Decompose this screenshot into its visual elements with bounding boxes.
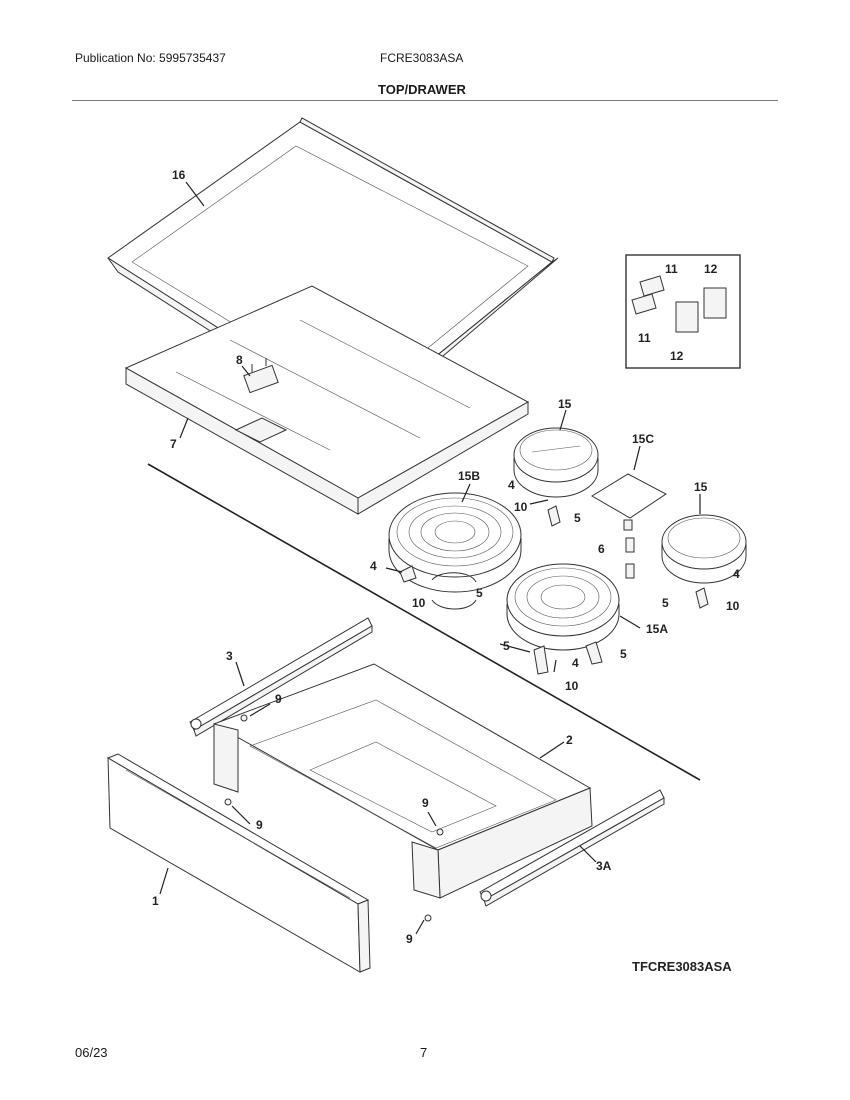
callout-5: 5 [620,647,627,661]
callout-6: 6 [598,542,605,556]
drawer-body [212,663,593,899]
callout-4: 4 [370,559,377,573]
callout-10: 10 [412,596,426,610]
publication-number: Publication No: 5995735437 [75,51,226,65]
callout-5: 5 [476,586,483,600]
callout-4: 4 [733,567,740,581]
callout-5: 5 [662,596,669,610]
footer-date: 06/23 [75,1045,108,1060]
header-rule [72,100,778,101]
callout-15: 15 [558,397,572,411]
page-number: 7 [420,1045,428,1060]
callout-3a: 3A [596,859,612,873]
limiter-15c [591,473,667,531]
callout-16: 16 [172,168,186,182]
callout-2: 2 [566,733,573,747]
callout-1: 1 [152,894,159,908]
burner-15b [388,492,522,593]
callout-5: 5 [503,639,510,653]
callout-15a: 15A [646,622,668,636]
callout-12: 12 [670,349,684,363]
bracket-parts [399,505,709,675]
callout-15c: 15C [632,432,654,446]
callout-10: 10 [514,500,528,514]
callout-11: 11 [665,262,678,276]
callout-4: 4 [572,656,579,670]
callout-8: 8 [236,353,243,367]
section-title: TOP/DRAWER [378,82,466,97]
drawer-front-panel [106,753,371,973]
section-divider-line [147,463,701,781]
right-slide-rail [479,789,665,907]
figure-code: TFCRE3083ASA [632,959,732,974]
callout-leaders [159,181,701,935]
callout-12: 12 [704,262,718,276]
callout-10: 10 [726,599,740,613]
inset-box [625,254,741,369]
model-number: FCRE3083ASA [380,51,464,65]
screw-parts [224,714,444,922]
callout-3: 3 [226,649,233,663]
callout-4: 4 [508,478,515,492]
callout-10: 10 [565,679,579,693]
top-frame-part [124,285,530,515]
callout-15: 15 [694,480,708,494]
burner-15-right [661,514,747,584]
callout-9: 9 [406,932,413,946]
callout-9: 9 [256,818,263,832]
callout-7: 7 [170,437,177,451]
burner-15-top [513,427,599,498]
callout-9: 9 [422,796,429,810]
callout-11: 11 [638,331,651,345]
burner-15a [506,563,620,651]
callout-15b: 15B [458,469,480,483]
callout-9: 9 [275,692,282,706]
left-slide-rail [189,617,373,737]
switch-part [243,358,279,394]
callout-5: 5 [574,511,581,525]
